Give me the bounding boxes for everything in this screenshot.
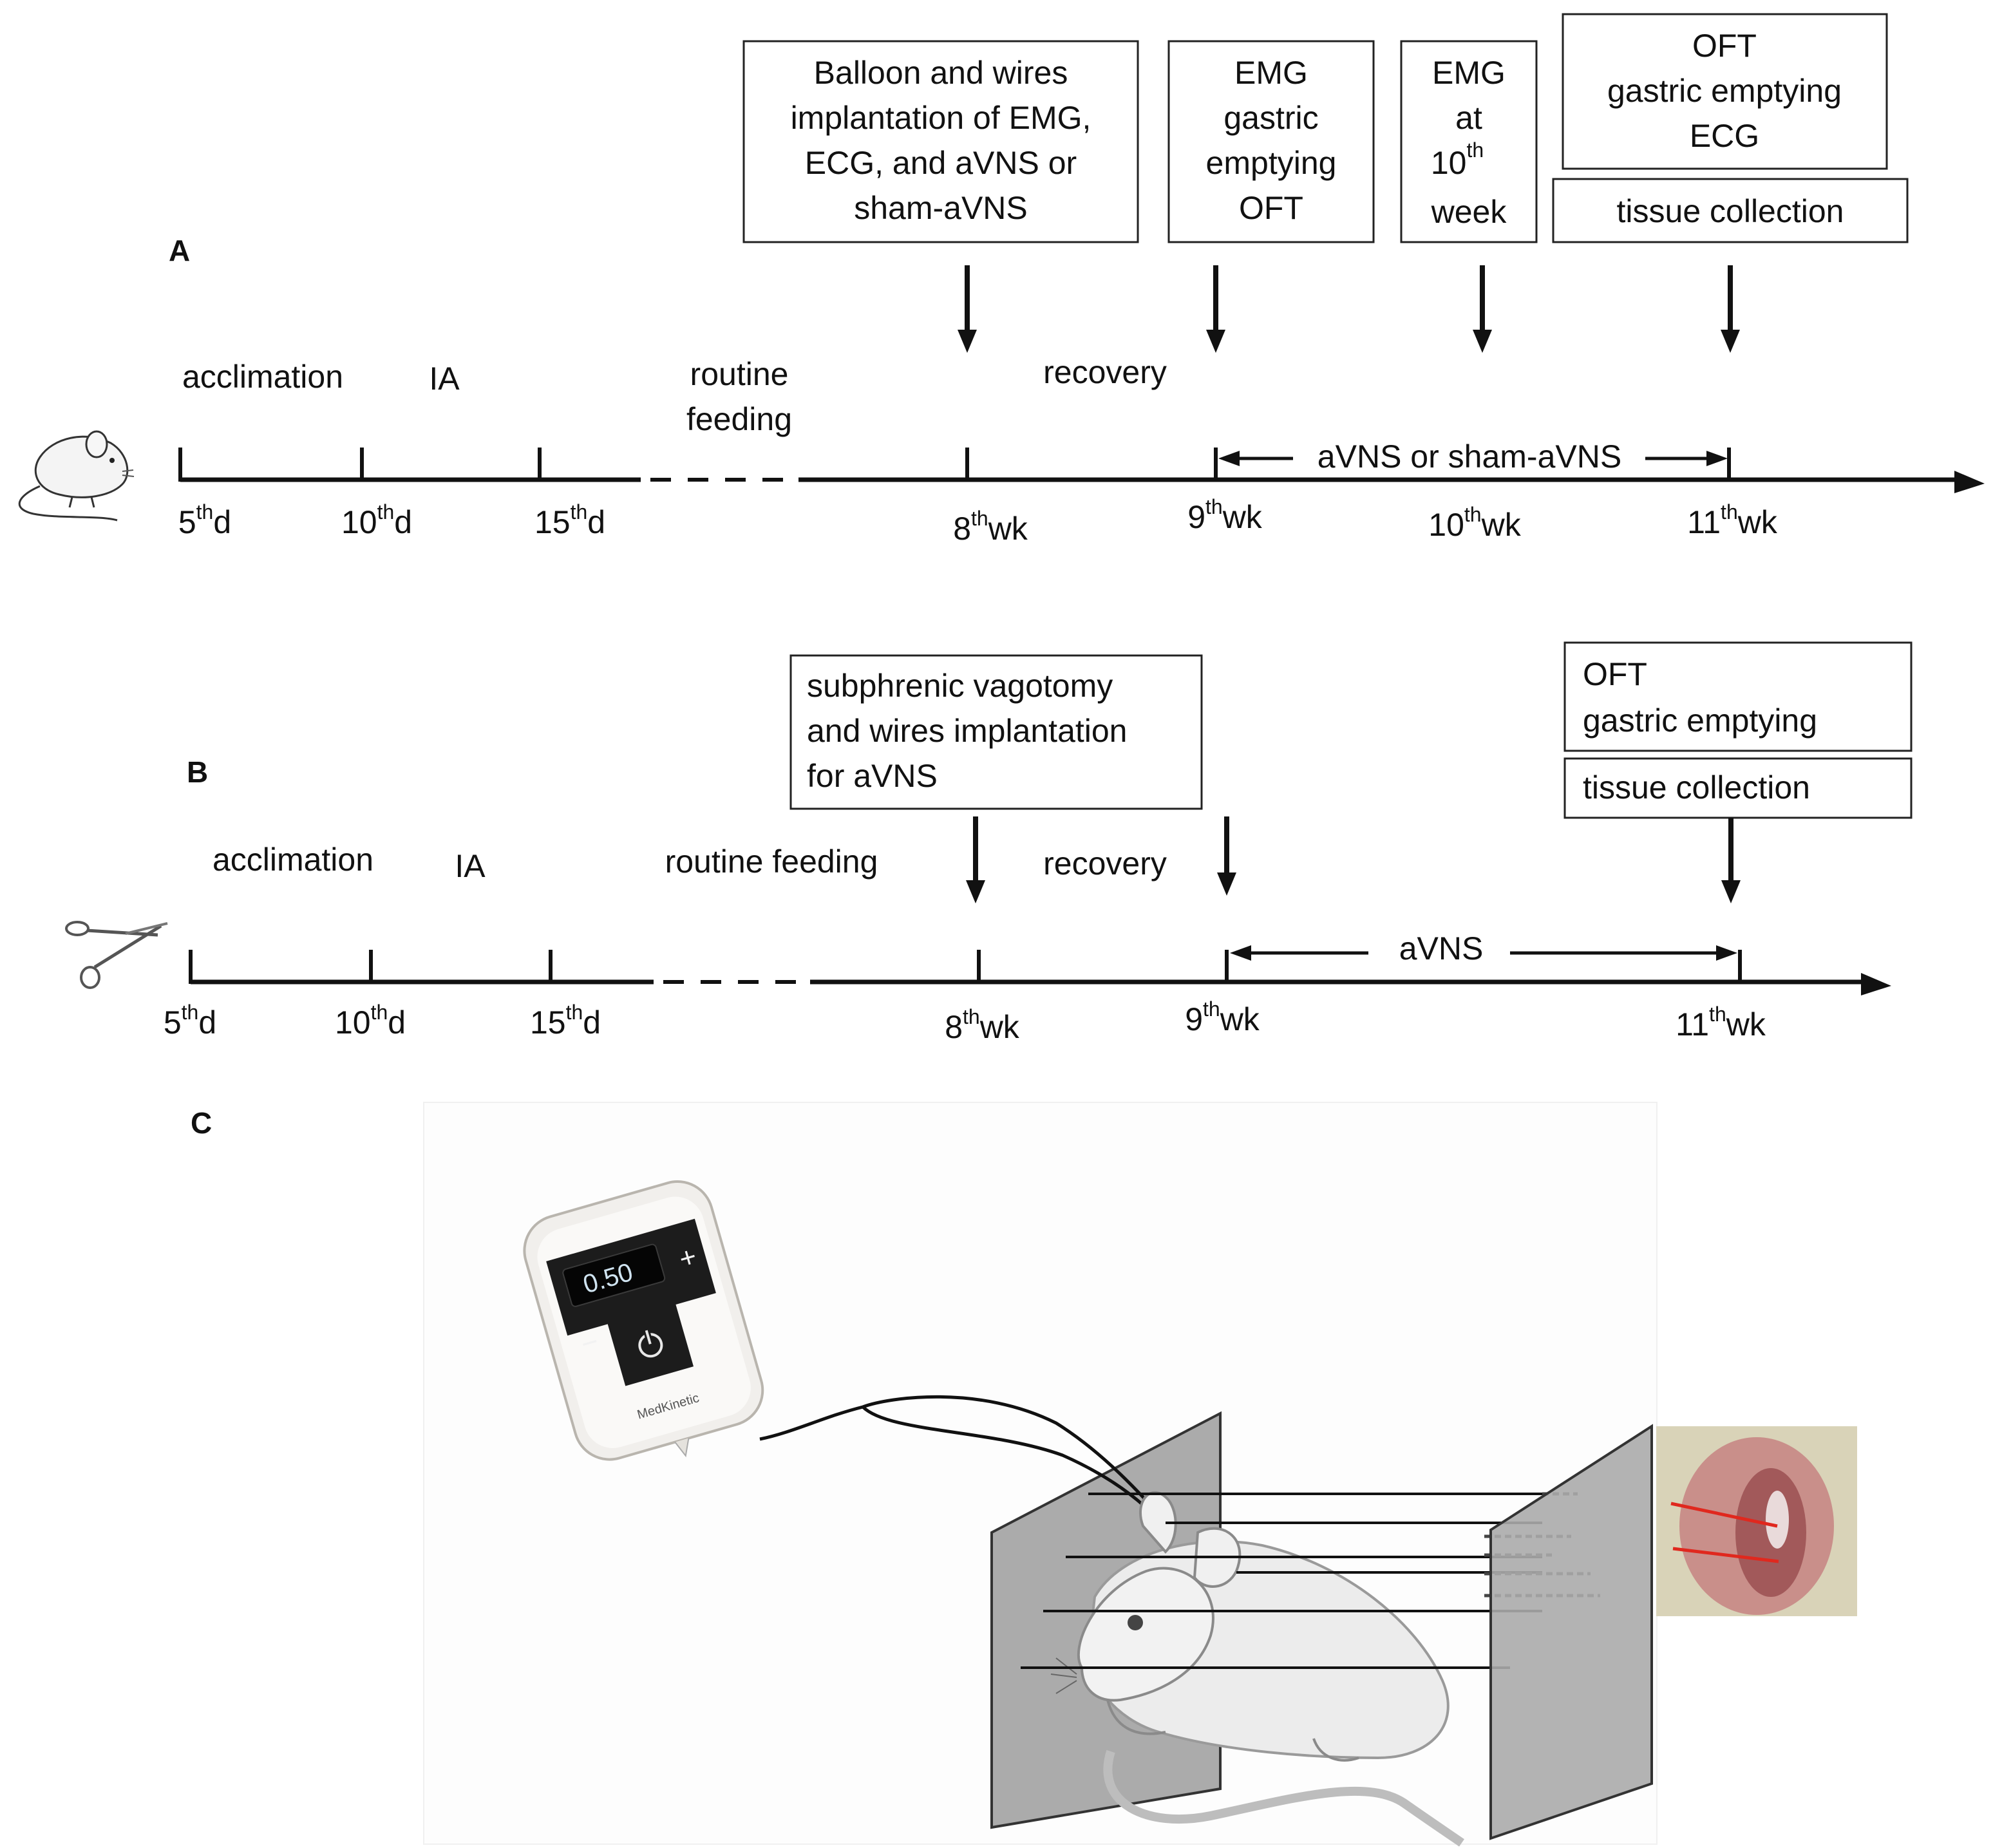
box-surgery-a-line3: ECG, and aVNS or: [805, 145, 1077, 181]
box-week10-a: EMG at 10th week: [1400, 40, 1538, 243]
stimulator-device: 0.50 + − MedKinetic: [523, 1180, 764, 1461]
tick-b-15d: 15thd: [530, 1001, 601, 1041]
box-week11-b: OFT gastric emptying: [1563, 641, 1913, 752]
box-surgery-b: subphrenic vagotomy and wires implantati…: [789, 654, 1203, 810]
box-week9-a-line2: gastric: [1223, 100, 1318, 136]
phase-ia-b: IA: [455, 848, 486, 884]
tick-a-5d: 5thd: [178, 500, 231, 540]
box-week11-b-line2: gastric emptying: [1583, 702, 1817, 739]
box-week9-a-line3: emptying: [1206, 145, 1337, 181]
box-surgery-b-line2: and wires implantation: [807, 713, 1128, 749]
box-week10-a-line1: EMG: [1432, 55, 1506, 91]
phase-acclimation-b: acclimation: [213, 842, 373, 878]
tick-b-9wk: 9thwk: [1185, 997, 1260, 1037]
tick-a-10d: 10thd: [341, 500, 412, 540]
box-week11-a-line2: gastric emptying: [1607, 73, 1842, 109]
box-surgery-b-line3: for aVNS: [807, 758, 938, 794]
timeline-axis-a: [178, 448, 1985, 493]
box-surgery-a-line2: implantation of EMG,: [791, 100, 1091, 136]
box-week9-a-line4: OFT: [1239, 190, 1303, 226]
box-week10-a-line3: 10th: [1431, 138, 1484, 181]
phase-routine-b: routine feeding: [665, 844, 878, 880]
phase-routine-a-line2: feeding: [686, 401, 792, 437]
timeline-axis-b: [189, 950, 1891, 995]
tick-a-15d: 15thd: [534, 500, 605, 540]
panel-label-a: A: [169, 234, 190, 267]
panel-label-b: B: [187, 755, 208, 789]
box-week11-a-line3: ECG: [1690, 118, 1759, 154]
box-tissue-b: tissue collection: [1563, 757, 1913, 819]
ear-photo: [1656, 1426, 1857, 1616]
box-week11-a: OFT gastric emptying ECG: [1562, 13, 1888, 170]
phase-acclimation-a: acclimation: [182, 359, 343, 395]
power-icon[interactable]: [636, 1327, 664, 1359]
box-week9-a-line1: EMG: [1234, 55, 1308, 91]
stim-span-a: aVNS or sham-aVNS: [1218, 438, 1728, 475]
box-tissue-a-label: tissue collection: [1617, 193, 1844, 229]
mouse-icon: [18, 430, 135, 522]
tick-a-8wk: 8thwk: [953, 507, 1028, 547]
box-tissue-a: tissue collection: [1552, 178, 1909, 243]
panel-label-c: C: [191, 1106, 212, 1140]
box-surgery-a: Balloon and wires implantation of EMG, E…: [742, 40, 1139, 243]
tick-a-9wk: 9thwk: [1187, 495, 1263, 535]
box-week9-a: EMG gastric emptying OFT: [1167, 40, 1375, 243]
box-week10-a-line2: at: [1455, 100, 1482, 136]
stim-label-b: aVNS: [1399, 930, 1484, 966]
tick-a-11wk: 11thwk: [1687, 500, 1778, 540]
box-week11-a-line1: OFT: [1692, 28, 1757, 64]
box-week10-a-line4: week: [1431, 194, 1507, 230]
phase-recovery-a: recovery: [1043, 354, 1167, 390]
tick-b-5d: 5thd: [164, 1001, 216, 1041]
cage-front-panel: [1489, 1424, 1653, 1840]
scissors-icon: [65, 921, 168, 989]
tick-b-11wk: 11thwk: [1676, 1003, 1766, 1042]
phase-routine-a-line1: routine: [690, 356, 789, 392]
phase-recovery-b: recovery: [1043, 845, 1167, 882]
box-week11-b-line1: OFT: [1583, 656, 1647, 692]
tick-b-10d: 10thd: [335, 1001, 406, 1041]
arrows-a: [958, 265, 1740, 353]
box-surgery-a-line1: Balloon and wires: [814, 55, 1068, 91]
arrows-b: [966, 816, 1741, 903]
box-surgery-b-line1: subphrenic vagotomy: [807, 668, 1113, 704]
box-surgery-a-line4: sham-aVNS: [854, 190, 1028, 226]
stim-label-a: aVNS or sham-aVNS: [1318, 438, 1621, 475]
tick-a-10wk: 10thwk: [1428, 503, 1521, 543]
phase-ia-a: IA: [429, 361, 460, 397]
stim-span-b: aVNS: [1230, 930, 1737, 966]
tick-b-8wk: 8thwk: [945, 1005, 1020, 1045]
box-tissue-b-label: tissue collection: [1583, 769, 1810, 806]
